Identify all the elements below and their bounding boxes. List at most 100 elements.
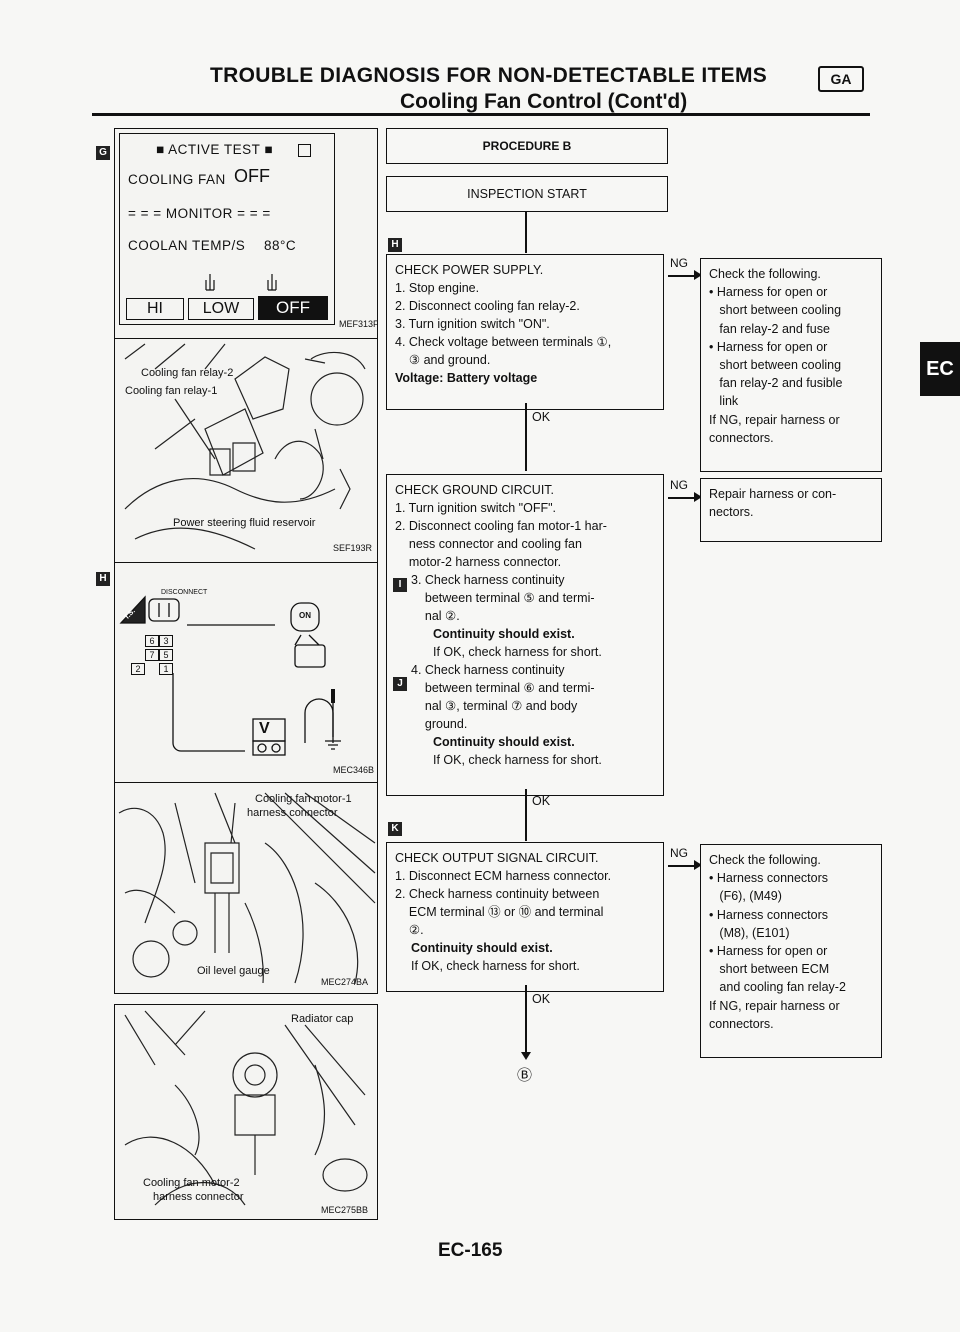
ng-label-3: NG xyxy=(670,846,688,860)
procedure-box: PROCEDURE B xyxy=(386,128,668,164)
inspection-start-box: INSPECTION START xyxy=(386,176,668,212)
arrow-right-icon xyxy=(694,270,702,280)
step2-line: 4. Check harness continuity xyxy=(411,663,565,677)
step2-line: 3. Check harness continuity xyxy=(411,573,565,587)
relay-2-label: Cooling fan relay-2 xyxy=(141,367,234,379)
pin-1: 1 xyxy=(159,663,173,675)
step2-note-2: If OK, check harness for short. xyxy=(433,753,602,767)
motor1-harness-label: harness connector xyxy=(247,807,338,819)
ok-line-2 xyxy=(525,789,527,841)
step1-title: CHECK POWER SUPPLY. xyxy=(395,263,544,277)
marker-j: J xyxy=(393,677,407,691)
result2-line: Repair harness or con- xyxy=(709,487,837,501)
checkbox-icon xyxy=(298,144,311,157)
pin-6: 6 xyxy=(145,635,159,647)
pin-2: 2 xyxy=(131,663,145,675)
step2-line: ground. xyxy=(411,717,468,731)
result3-line: Check the following. xyxy=(709,853,821,867)
active-test-figure: ■ ACTIVE TEST ■ COOLING FAN OFF = = = MO… xyxy=(114,128,378,340)
step1-spec: Voltage: Battery voltage xyxy=(395,371,538,385)
result-box-1: Check the following. • Harness for open … xyxy=(700,258,882,472)
arrow-right-icon xyxy=(694,860,702,870)
ga-badge: GA xyxy=(818,66,864,92)
marker-g: G xyxy=(96,146,110,160)
step1-line: 2. Disconnect cooling fan relay-2. xyxy=(395,299,580,313)
pin-7: 7 xyxy=(145,649,159,661)
cooling-fan-label: COOLING FAN xyxy=(128,172,226,187)
result3-line: • Harness connectors xyxy=(709,871,829,886)
result3-line: connectors. xyxy=(709,1016,774,1031)
step2-line: between terminal ⑥ and termi- xyxy=(411,681,595,695)
result1-line: • Harness for open or xyxy=(709,285,828,300)
motor2-drawing xyxy=(124,1010,368,1206)
step2-title: CHECK GROUND CIRCUIT. xyxy=(395,483,555,497)
step1-line: 1. Stop engine. xyxy=(395,281,480,295)
hi-button[interactable]: HI xyxy=(126,298,184,320)
harness-check-figure: DISCONNECT T.S. ON 6 3 7 5 2 1 xyxy=(114,562,378,784)
ok-label-3: OK xyxy=(532,992,551,1006)
voltmeter-label: V xyxy=(259,720,270,737)
step3-line: ECM terminal ⑬ or ⑩ and terminal xyxy=(395,905,604,919)
result1-line: Check the following. xyxy=(709,267,821,281)
result1-line: If NG, repair harness or xyxy=(709,412,840,427)
off-button[interactable]: OFF xyxy=(258,296,328,320)
step2-line: nal ③, terminal ⑦ and body xyxy=(411,699,578,713)
connector-line xyxy=(525,211,527,253)
arrow-down-icon xyxy=(521,1052,531,1060)
step3-line: ②. xyxy=(395,923,424,937)
result1-line: fan relay-2 and fusible xyxy=(709,376,843,391)
active-test-title: ■ ACTIVE TEST ■ xyxy=(156,142,274,157)
step2-line: 2. Disconnect cooling fan motor-1 har- xyxy=(395,519,607,533)
step1-line: 4. Check voltage between terminals ①, xyxy=(395,335,612,349)
pin-row-1: 6 3 xyxy=(145,635,173,647)
consult-screen: ■ ACTIVE TEST ■ COOLING FAN OFF = = = MO… xyxy=(119,133,335,325)
motor2-connector-figure: Radiator cap Cooling fan motor-2 harness… xyxy=(114,1004,378,1220)
circuit-drawing xyxy=(119,595,341,756)
motor1-connector-figure: Cooling fan motor-1 harness connector Oi… xyxy=(114,782,378,994)
result-box-3: Check the following. • Harness connector… xyxy=(700,844,882,1058)
step3-title: CHECK OUTPUT SIGNAL CIRCUIT. xyxy=(395,851,599,865)
relay-location-figure: Cooling fan relay-2 Cooling fan relay-1 … xyxy=(114,338,378,564)
result1-line: fan relay-2 and fuse xyxy=(709,321,830,336)
arrow-right-icon xyxy=(694,492,702,502)
step1-line: ③ and ground. xyxy=(395,353,491,367)
result1-line: short between cooling xyxy=(709,303,842,318)
result3-line: • Harness for open or xyxy=(709,944,828,959)
page-title: TROUBLE DIAGNOSIS FOR NON-DETECTABLE ITE… xyxy=(210,64,768,87)
figure-code: SEF193R xyxy=(333,543,373,553)
ok-label-2: OK xyxy=(532,794,551,808)
result-box-2: Repair harness or con- nectors. xyxy=(700,478,882,542)
result3-line: short between ECM xyxy=(709,962,830,977)
pin-row-3: 2 1 xyxy=(131,663,173,675)
goto-b-marker: Ⓑ xyxy=(517,1067,533,1084)
engine-bay-drawing xyxy=(124,343,366,550)
step2-line: nal ②. xyxy=(411,609,460,623)
motor1-drawing xyxy=(118,792,376,984)
check-power-supply-box: CHECK POWER SUPPLY. 1. Stop engine. 2. D… xyxy=(386,254,664,410)
header-rule xyxy=(92,113,870,116)
ok-label-1: OK xyxy=(532,410,551,424)
step3-line: 1. Disconnect ECM harness connector. xyxy=(395,869,612,883)
ng-arrow-1 xyxy=(668,275,696,277)
monitor-label: = = = MONITOR = = = xyxy=(128,206,271,221)
page-number: EC-165 xyxy=(438,1240,503,1261)
step2-spec-1: Continuity should exist. xyxy=(433,627,575,641)
ec-side-tab: EC xyxy=(920,342,960,396)
radiator-cap-label: Radiator cap xyxy=(291,1013,354,1025)
result3-line: • Harness connectors xyxy=(709,907,829,922)
figure-code: MEC274BA xyxy=(321,977,369,987)
step2-line: motor-2 harness connector. xyxy=(395,555,562,569)
marker-k: K xyxy=(388,822,402,836)
result3-line: (F6), (M49) xyxy=(709,889,782,904)
result3-line: If NG, repair harness or xyxy=(709,998,840,1013)
figure-code: MEC346B xyxy=(333,765,375,775)
low-button[interactable]: LOW xyxy=(188,298,254,320)
step3-line: 2. Check harness continuity between xyxy=(395,887,600,901)
pin-row-2: 7 5 xyxy=(145,649,173,661)
result3-line: and cooling fan relay-2 xyxy=(709,980,846,995)
ng-arrow-2 xyxy=(668,497,696,499)
step2-line: ness connector and cooling fan xyxy=(395,537,582,551)
marker-h-left: H xyxy=(96,572,110,586)
temp-label: COOLAN TEMP/S xyxy=(128,238,246,253)
page-subtitle: Cooling Fan Control (Cont'd) xyxy=(400,90,688,113)
